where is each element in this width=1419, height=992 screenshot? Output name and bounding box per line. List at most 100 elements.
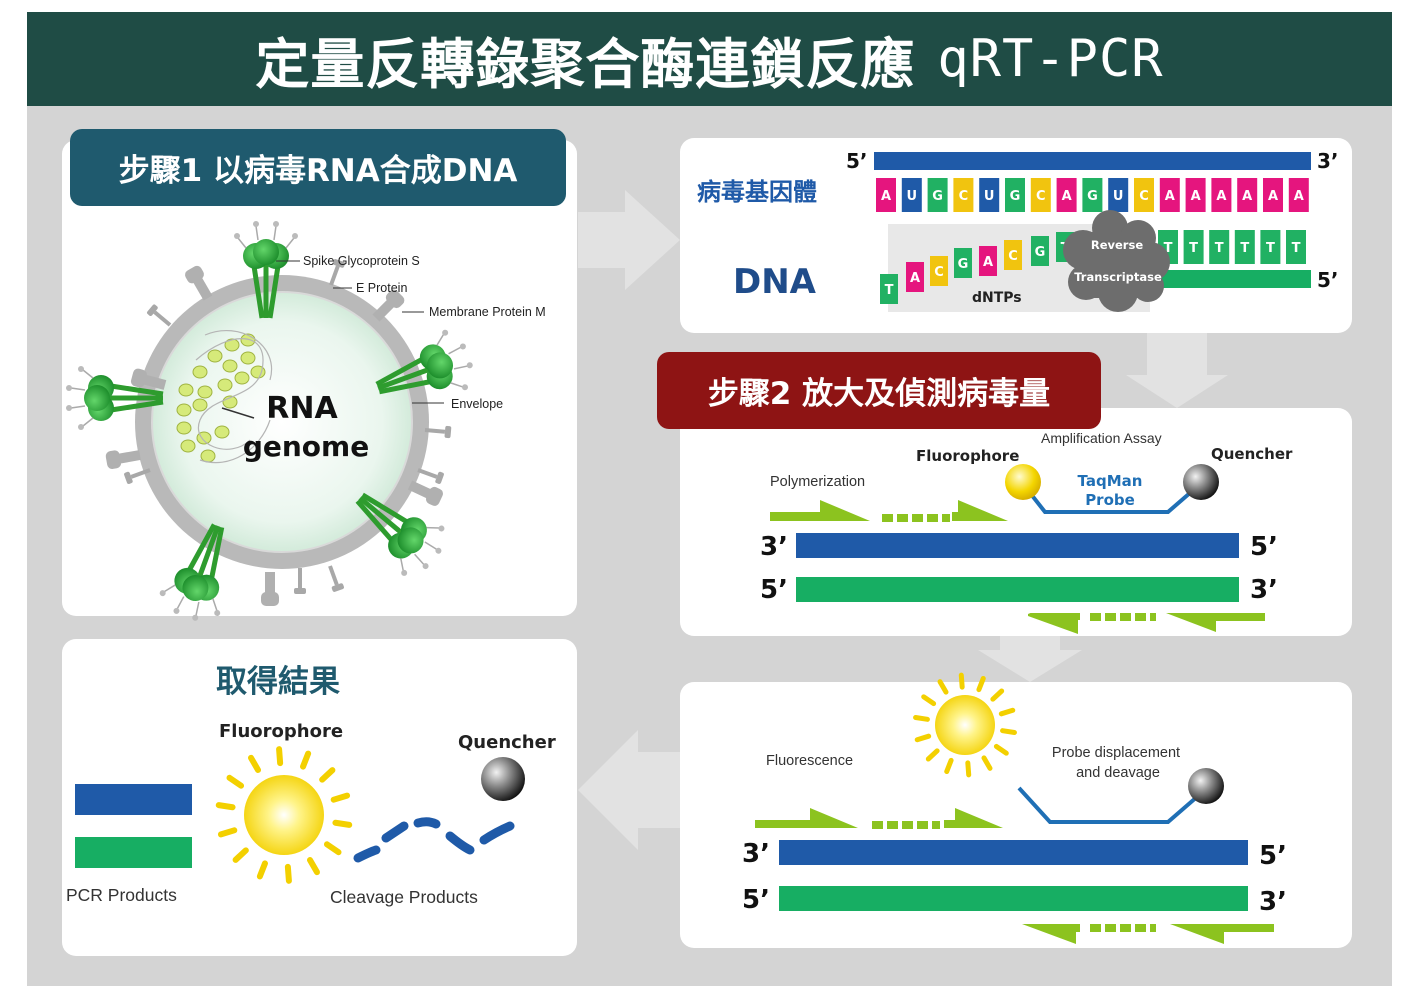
arrow-left-icon [578,730,680,850]
rna-base: U [901,178,922,212]
clv-end-3d: 3’ [1259,887,1287,917]
dna-loose-base: A [906,262,924,292]
sun-ray [276,746,284,767]
pcr-product-green [75,837,192,868]
dntps-label: dNTPs [972,290,1022,306]
svg-text:A: A [1165,189,1175,204]
sun-ray [976,675,986,693]
fluorescence-label: Fluorescence [766,753,853,769]
reverse-transcriptase-icon [1063,210,1170,312]
dna-loose-base: G [1031,236,1049,266]
primer-arrows-bottom [1028,613,1265,634]
clv-end-3a: 3’ [742,839,770,869]
rna-base: G [1082,178,1103,212]
bottom-strand-5-end: 5’ [1317,268,1339,292]
viral-genome-label: 病毒基因體 [697,178,817,206]
label-membrane-protein: Membrane Protein M [429,305,546,319]
svg-text:A: A [1062,189,1072,204]
svg-text:C: C [1139,189,1149,204]
label-e-protein: E Protein [356,281,407,295]
amp-end-3a: 3’ [760,532,788,562]
displaced-probe-line [1017,786,1200,824]
rna-base: A [1237,178,1258,212]
sun-ray [981,755,993,771]
sun-ray [990,688,1005,702]
arrow-down-icon-2 [978,636,1082,682]
amp-strand-green [796,577,1239,602]
rna-base: C [1030,178,1051,212]
sun-ray [937,679,949,695]
sun-ray [1000,728,1017,735]
cleavage-fragments [353,817,515,863]
dna-bound-base: T [1234,230,1255,264]
rna-base: C [1134,178,1154,212]
arrow-down-icon [1126,333,1228,408]
dna-label: DNA [733,262,817,302]
svg-text:U: U [984,189,995,204]
svg-text:G: G [958,257,969,272]
svg-text:A: A [1268,189,1278,204]
clv-strand-green [779,886,1248,911]
svg-text:T: T [885,283,894,298]
taqman-label: TaqMan [1078,472,1143,490]
sun-icon-emitted [913,672,1017,778]
displacement-label-2: and deavage [1076,765,1160,781]
sun-ray [226,774,245,789]
amp-end-5b: 5’ [1250,532,1278,562]
step1-label-text: 步驟1 以病毒RNA合成DNA [118,153,518,189]
svg-text:U: U [1113,189,1124,204]
svg-text:A: A [910,271,920,286]
sun-ray [958,672,965,690]
clv-strand-blue [779,840,1248,865]
sun-ray [330,792,351,803]
label-rna: RNA [266,391,338,426]
clv-end-5b: 5’ [1259,841,1287,871]
rna-base: A [1159,178,1180,212]
rna-genome-coil [176,333,266,463]
quencher-label: Quencher [1211,445,1293,463]
sun-ray [217,827,238,838]
rna-strand-lines [195,330,273,464]
sun-ray [925,748,940,762]
dna-bound-base: T [1183,230,1204,264]
sun-ray [965,760,972,778]
sun-ray [300,750,312,770]
rna-base: A [876,178,896,212]
svg-text:C: C [959,189,969,204]
fluorophore-label: Fluorophore [916,447,1019,465]
sun-ray [248,754,262,773]
dna-loose-base: G [954,248,972,278]
amp-end-5c: 5’ [760,575,788,605]
dna-bound-base: T [1286,230,1306,264]
sun-ray [998,707,1016,717]
arrow-right-icon [578,190,680,290]
dna-loose-base: C [1004,240,1022,270]
sun-ray [232,847,249,863]
sun-ray [944,757,954,775]
svg-text:T: T [1292,241,1301,256]
label-envelope: Envelope [451,397,503,411]
svg-text:C: C [1036,189,1046,204]
rna-base: G [927,178,948,212]
svg-text:G: G [1010,189,1021,204]
title-chinese: 定量反轉錄聚合酶連鎖反應 [255,32,916,96]
sun-ray [306,857,320,876]
dna-loose-base: C [930,256,948,286]
sun-icon-result [215,746,353,884]
sun-ray [215,802,236,811]
svg-text:T: T [1240,241,1249,256]
rna-base: A [1211,178,1232,212]
quencher-icon-2 [1188,768,1224,804]
fluorophore-icon [1005,464,1041,500]
label-genome: genome [243,430,369,463]
dna-loose-base: T [880,274,898,304]
result-quencher-label: Quencher [458,732,556,753]
taqman-probe-line [1021,482,1200,514]
extension-arrows-top [755,808,1003,829]
cleavage-products-label: Cleavage Products [330,887,478,907]
svg-text:A: A [1242,189,1252,204]
